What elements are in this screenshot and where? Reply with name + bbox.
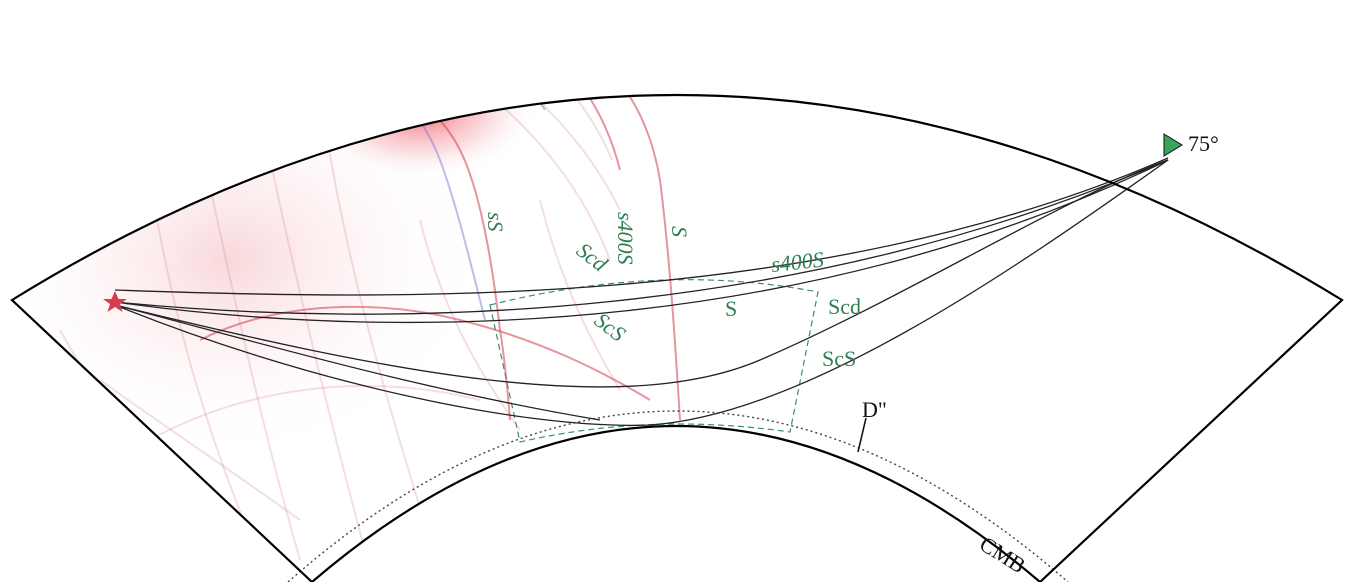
ray-path-Scd	[114, 159, 1169, 388]
d-double-prime-boundary	[287, 410, 1069, 582]
mantle-outline	[10, 94, 1344, 582]
distance-label: 75°	[1188, 131, 1219, 156]
blue-wavefront	[359, 95, 486, 321]
s400S-wavefront	[559, 95, 621, 171]
wavefront	[519, 95, 613, 161]
phase-label-Scd-rotated: Scd	[572, 237, 613, 277]
star-icon	[103, 291, 127, 312]
phase-label-S-vertical: S	[667, 226, 692, 237]
ray-path-deep	[114, 304, 601, 421]
ray-path-sS	[114, 157, 1169, 296]
phase-label-sS: sS	[483, 212, 508, 232]
wavefront	[99, 379, 301, 521]
wavefront	[419, 219, 521, 431]
ray-path-ScS	[114, 159, 1169, 426]
ray-paths	[114, 157, 1169, 426]
wavefront	[149, 384, 481, 441]
S-wavefront	[439, 95, 681, 421]
phase-label-Scd: Scd	[828, 294, 861, 319]
ray-path-s400S	[114, 159, 1169, 315]
region-box	[489, 279, 819, 443]
blue-wavefront	[429, 95, 546, 111]
wavefront	[149, 179, 261, 561]
wavefront	[469, 95, 621, 211]
cmb-label: CMB	[975, 531, 1030, 578]
triangle-icon	[1163, 133, 1183, 157]
phase-label-s400S: s400S	[770, 247, 825, 277]
phase-label-s400S-vertical: s400S	[613, 212, 638, 265]
phase-label-ScS: ScS	[822, 346, 856, 371]
ray-path-S	[114, 159, 1169, 324]
phase-label-ScS-rotated: ScS	[590, 307, 630, 346]
ScS-wavefront	[199, 305, 651, 401]
wavefront	[259, 109, 371, 571]
phase-label-S: S	[725, 296, 737, 321]
wavefield	[12, 95, 681, 571]
wavefront	[199, 139, 301, 561]
d-double-prime-marker	[857, 417, 867, 453]
d-double-prime-label: D"	[862, 397, 887, 422]
left-haze	[12, 95, 490, 460]
wavefront	[439, 95, 611, 261]
wavefront	[539, 199, 621, 391]
surface-hotspot	[300, 95, 540, 180]
